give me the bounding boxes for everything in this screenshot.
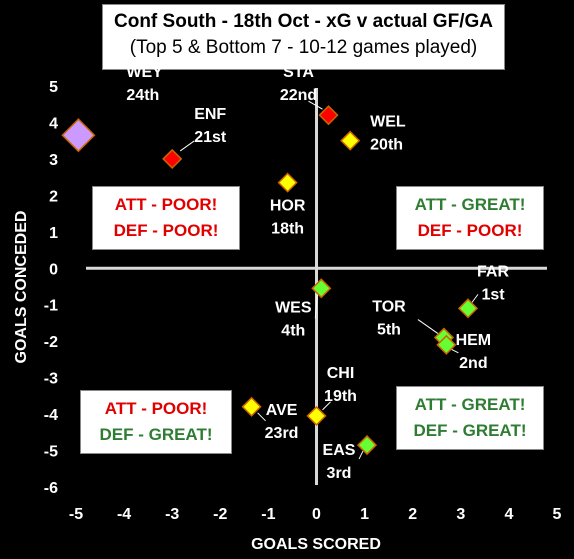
point-label-team: WEL (370, 114, 406, 131)
y-tick-label: 1 (49, 225, 58, 242)
data-point-enf (162, 148, 183, 169)
point-label-team: CHI (327, 365, 355, 382)
quadrant-top-left-box: ATT - POOR! DEF - POOR! (92, 186, 240, 250)
x-tick-label: 4 (504, 506, 513, 523)
point-label-position: 19th (324, 388, 357, 405)
leader-line (179, 140, 195, 152)
point-label-team: TOR (372, 299, 406, 316)
y-tick-label: 5 (49, 79, 58, 96)
point-label-team: HEM (456, 332, 492, 349)
point-label-position: 21st (194, 129, 227, 146)
x-tick-label: 5 (553, 506, 562, 523)
x-tick-label: -2 (213, 506, 227, 523)
point-label-position: 4th (281, 322, 305, 339)
leader-line (314, 294, 318, 319)
y-tick-label: -4 (44, 407, 58, 424)
chart-title: Conf South - 18th Oct - xG v actual GF/G… (114, 11, 493, 32)
x-tick-label: 2 (408, 506, 417, 523)
quadrant-bottom-left-att: ATT - POOR! (104, 399, 208, 418)
y-tick-label: 4 (49, 115, 58, 132)
x-tick-label: -5 (69, 506, 83, 523)
x-tick-label: 1 (360, 506, 369, 523)
point-label-team: STA (283, 64, 314, 81)
point-label-team: ENF (194, 106, 226, 123)
point-label-position: 24th (126, 87, 159, 104)
y-tick-label: 0 (49, 261, 58, 278)
data-point-wel (340, 130, 361, 151)
point-label-team: WEY (126, 64, 163, 81)
x-tick-label: -3 (165, 506, 179, 523)
point-label-team: AVE (266, 402, 298, 419)
y-axis-label: GOALS CONCEDED (13, 211, 30, 364)
point-label-position: 22nd (280, 87, 317, 104)
chart-title-box: Conf South - 18th Oct - xG v actual GF/G… (102, 4, 505, 70)
y-tick-label: -2 (44, 334, 58, 351)
quadrant-top-left-def: DEF - POOR! (113, 221, 219, 240)
data-point-eas (356, 435, 378, 456)
x-tick-label: -1 (261, 506, 275, 523)
leader-line (471, 294, 479, 303)
x-tick-label: 0 (312, 506, 321, 523)
leader-line (358, 450, 364, 460)
y-tick-label: -6 (44, 480, 58, 497)
y-tick-label: -5 (44, 444, 58, 461)
data-point-wey (61, 118, 96, 153)
data-point-wes (311, 278, 332, 299)
point-label-position: 2nd (459, 355, 487, 372)
x-tick-label: -4 (117, 506, 131, 523)
quadrant-top-right-box: ATT - GREAT! DEF - POOR! (396, 186, 544, 250)
x-axis-label: GOALS SCORED (251, 536, 381, 553)
point-label-position: 23rd (265, 425, 299, 442)
point-label-position: 20th (370, 137, 403, 154)
chart-subtitle: (Top 5 & Bottom 7 - 10-12 games played) (129, 37, 478, 58)
point-label-position: 18th (271, 221, 304, 238)
point-label-team: EAS (323, 442, 356, 459)
quadrant-bottom-right-box: ATT - GREAT! DEF - GREAT! (396, 386, 544, 450)
data-point-chi (306, 405, 327, 426)
quadrant-bottom-left-box: ATT - POOR! DEF - GREAT! (80, 390, 232, 454)
point-label-team: HOR (270, 198, 306, 215)
data-point-far (457, 298, 479, 319)
data-point-sta (318, 105, 339, 126)
data-point-ave (241, 396, 262, 417)
point-label-position: 3rd (327, 465, 352, 482)
y-tick-label: -1 (44, 298, 58, 315)
point-label-position: 5th (377, 322, 401, 339)
point-label-position: 1st (481, 286, 505, 303)
quadrant-top-left-att: ATT - POOR! (114, 195, 218, 214)
leader-line (417, 319, 439, 334)
quadrant-top-right-def: DEF - POOR! (417, 221, 523, 240)
y-tick-label: 3 (49, 152, 58, 169)
data-point-hor (277, 172, 298, 193)
point-label-team: WES (275, 299, 312, 316)
leader-line (322, 401, 331, 411)
quadrant-top-right-att: ATT - GREAT! (414, 195, 526, 214)
quadrant-bottom-left-def: DEF - GREAT! (99, 425, 213, 444)
leader-line (308, 100, 323, 110)
x-tick-label: 3 (456, 506, 465, 523)
quadrant-bottom-right-def: DEF - GREAT! (413, 421, 527, 440)
y-tick-label: 2 (49, 188, 58, 205)
point-label-team: FAR (477, 263, 509, 280)
y-tick-label: -3 (44, 371, 58, 388)
quadrant-bottom-right-att: ATT - GREAT! (414, 395, 526, 414)
leader-line (257, 412, 266, 422)
data-point-hem (436, 334, 457, 355)
